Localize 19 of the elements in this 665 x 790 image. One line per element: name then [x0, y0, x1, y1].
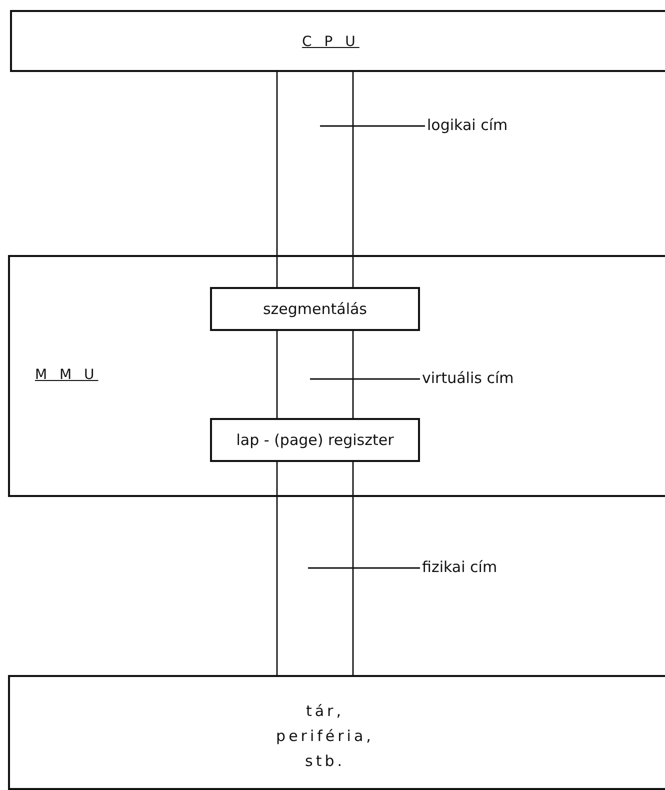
leader-line: [308, 567, 420, 569]
box-label: lap - (page) regiszter: [235, 431, 395, 449]
box-label: szegmentálás: [262, 300, 368, 318]
leader-line: [310, 378, 420, 380]
address-label: virtuális cím: [422, 369, 514, 387]
box-label: tár, periféria, stb.: [275, 701, 375, 772]
process-box: [210, 418, 420, 462]
bus-line: [276, 460, 354, 677]
leader-line: [320, 125, 425, 127]
storage-box: [8, 675, 665, 790]
address-label: fizikai cím: [422, 558, 498, 576]
bus-line: [276, 329, 354, 420]
mmu-box: [8, 255, 665, 497]
box-label: C P U: [302, 34, 360, 50]
box-label: M M U: [35, 367, 98, 383]
process-box: [210, 287, 420, 331]
address-label: logikai cím: [427, 116, 508, 134]
bus-line: [276, 70, 354, 289]
cpu-box: [10, 10, 665, 72]
